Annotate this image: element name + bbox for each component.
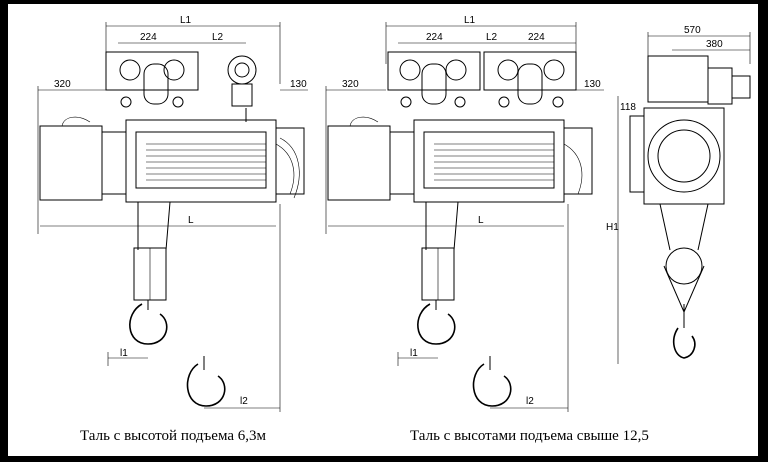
dim-570: 570	[684, 25, 701, 36]
dim-L1-left: L1	[180, 15, 192, 26]
dim-130-right: 130	[584, 79, 601, 90]
dim-130-left: 130	[290, 79, 307, 90]
hoist-side-view: 570 380 118 H1	[606, 25, 751, 364]
dim-320-right: 320	[342, 79, 359, 90]
caption-left: Таль с высотой подъема 6,3м	[80, 428, 266, 444]
dim-380: 380	[706, 39, 723, 50]
drum-rope-windings-right	[434, 143, 554, 181]
drawing-sheet: L1 224 L2 320 130	[8, 4, 758, 456]
dim-L-left: L	[188, 215, 194, 226]
dim-l2-left: l2	[240, 396, 248, 407]
dim-224-right-b: 224	[528, 32, 545, 43]
dim-L2-left: L2	[212, 32, 224, 43]
dim-l1-left: l1	[120, 348, 128, 359]
dim-l1-right: l1	[410, 348, 418, 359]
dim-224-left: 224	[140, 32, 157, 43]
caption-right: Таль с высотами подъема свыше 12,5	[410, 428, 649, 444]
dim-L1-right: L1	[464, 15, 476, 26]
dim-l2-right: l2	[526, 396, 534, 407]
drum-rope-windings-left	[146, 143, 266, 181]
dim-H1: H1	[606, 222, 619, 233]
dim-320-left: 320	[54, 79, 71, 90]
technical-drawing: L1 224 L2 320 130	[37, 15, 751, 412]
dim-L-right: L	[478, 215, 484, 226]
hoist-view-right: L1 224 L2 224 320 130	[325, 15, 604, 412]
dim-L2-right: L2	[486, 32, 498, 43]
dim-224-right-a: 224	[426, 32, 443, 43]
dim-118: 118	[620, 102, 636, 113]
hoist-view-left: L1 224 L2 320 130	[37, 15, 308, 412]
